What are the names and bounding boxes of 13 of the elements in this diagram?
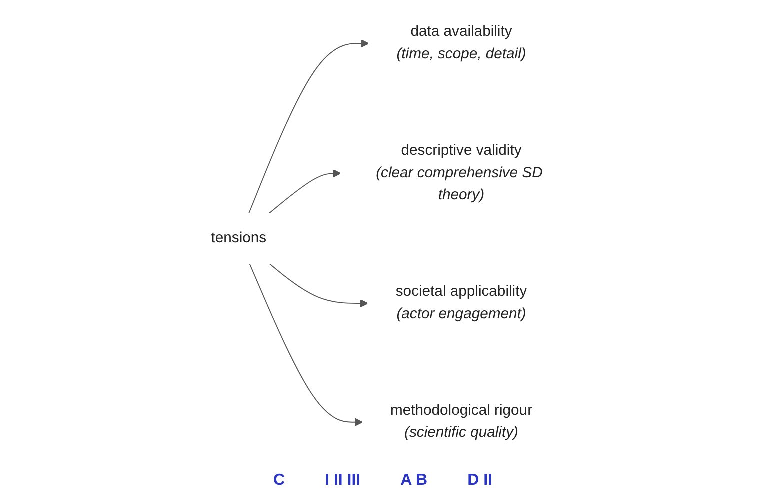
node-text: data availability (time, scope, detail): [396, 24, 527, 62]
node-text: descriptive validity (clear comprehensive SD theory): [376, 142, 544, 204]
arrow: [269, 170, 342, 214]
callout-letters: I II III: [325, 472, 361, 490]
callout-letters: D II: [468, 472, 492, 490]
arrow: [269, 263, 369, 308]
arrow: [249, 263, 364, 426]
node-text: societal applicability (actor engagement): [396, 284, 528, 322]
callout-letters: C: [274, 472, 286, 490]
callout-letters: A B: [400, 472, 428, 490]
arrow: [248, 40, 370, 214]
node-text: tensions: [211, 230, 267, 246]
node-text: methodological rigour (scientific quality): [390, 402, 533, 441]
